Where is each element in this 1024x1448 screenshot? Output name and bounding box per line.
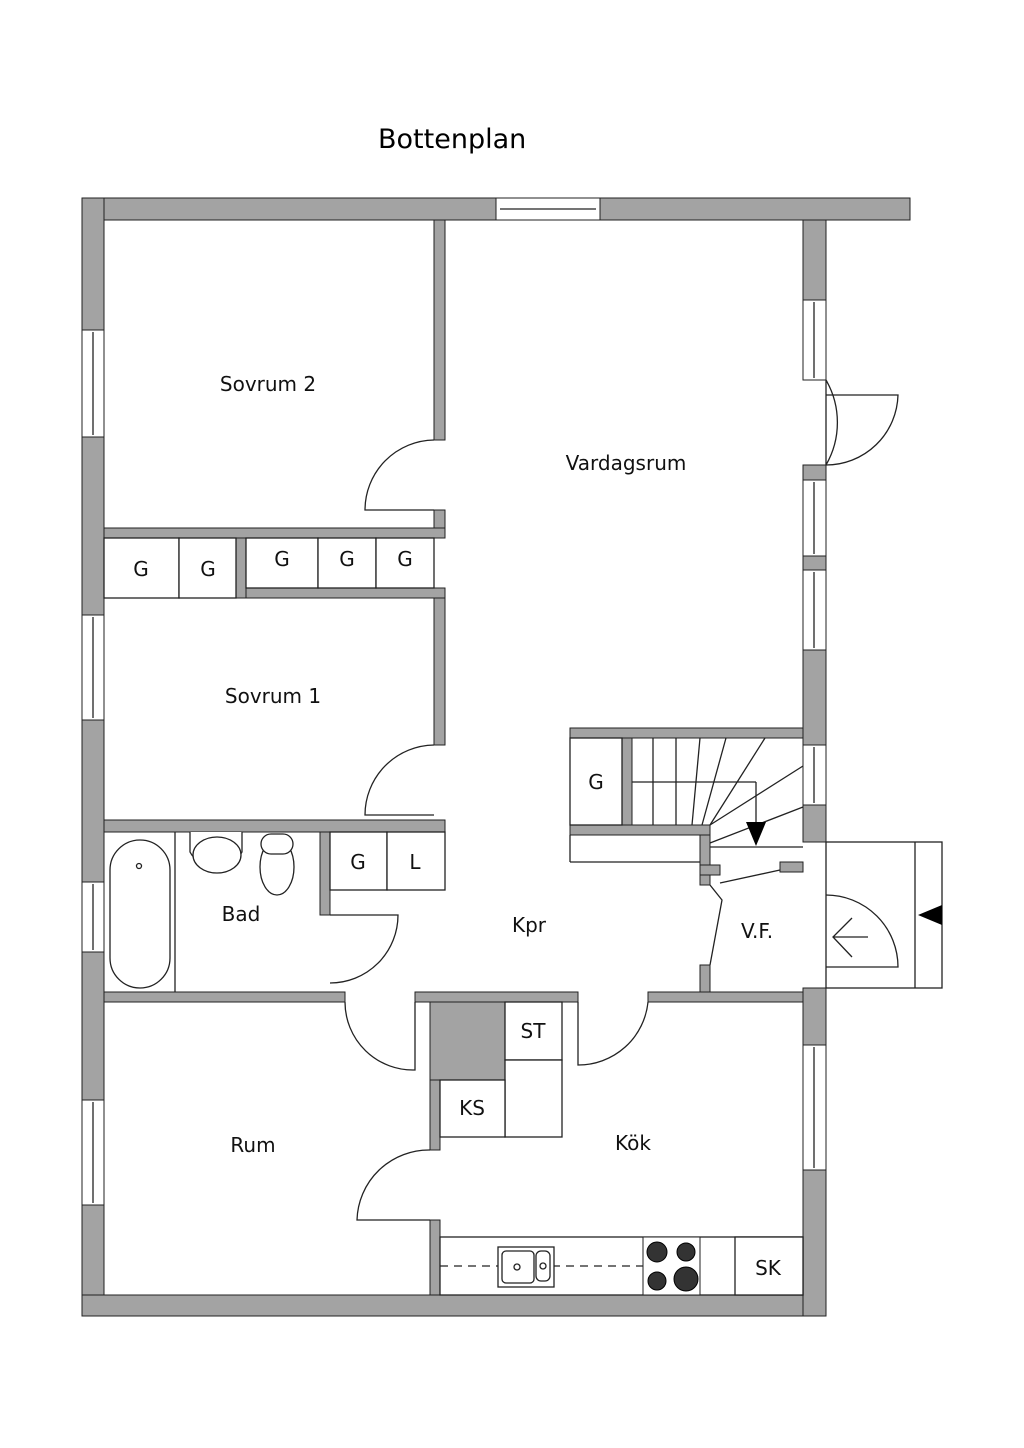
entry-triangle-icon <box>918 905 942 925</box>
room-label-vf: V.F. <box>740 919 774 943</box>
stair-direction-icon <box>746 822 766 846</box>
wardrobe-label: G <box>133 557 149 581</box>
staircase <box>569 737 804 863</box>
room-label-bad: Bad <box>221 902 261 926</box>
room-label-kpr: Kpr <box>511 913 547 937</box>
room-label-sovrum2: Sovrum 2 <box>219 372 317 396</box>
wardrobe-label: G <box>274 547 290 571</box>
st-label: ST <box>520 1019 546 1043</box>
entry-arrow-icon <box>832 917 868 958</box>
wardrobe-label: G <box>397 547 413 571</box>
wardrobe-label: G <box>200 557 216 581</box>
wardrobe-label: G <box>588 770 604 794</box>
linen-closet-label: L <box>409 850 421 874</box>
wardrobe-label: G <box>339 547 355 571</box>
sk-label: SK <box>755 1256 781 1280</box>
room-label-rum: Rum <box>230 1133 276 1157</box>
room-label-kok: Kök <box>615 1131 651 1155</box>
built-ins <box>103 537 804 1296</box>
wardrobe-label: G <box>350 850 366 874</box>
doors <box>329 379 899 1221</box>
bathtub-icon <box>109 839 171 989</box>
room-label-vardagsrum: Vardagsrum <box>565 451 687 475</box>
entry-step <box>825 841 943 989</box>
room-label-sovrum1: Sovrum 1 <box>224 684 322 708</box>
windows <box>81 197 827 1206</box>
interior-walls <box>103 219 804 1296</box>
page-title: Bottenplan <box>378 124 527 155</box>
ks-label: KS <box>459 1096 485 1120</box>
